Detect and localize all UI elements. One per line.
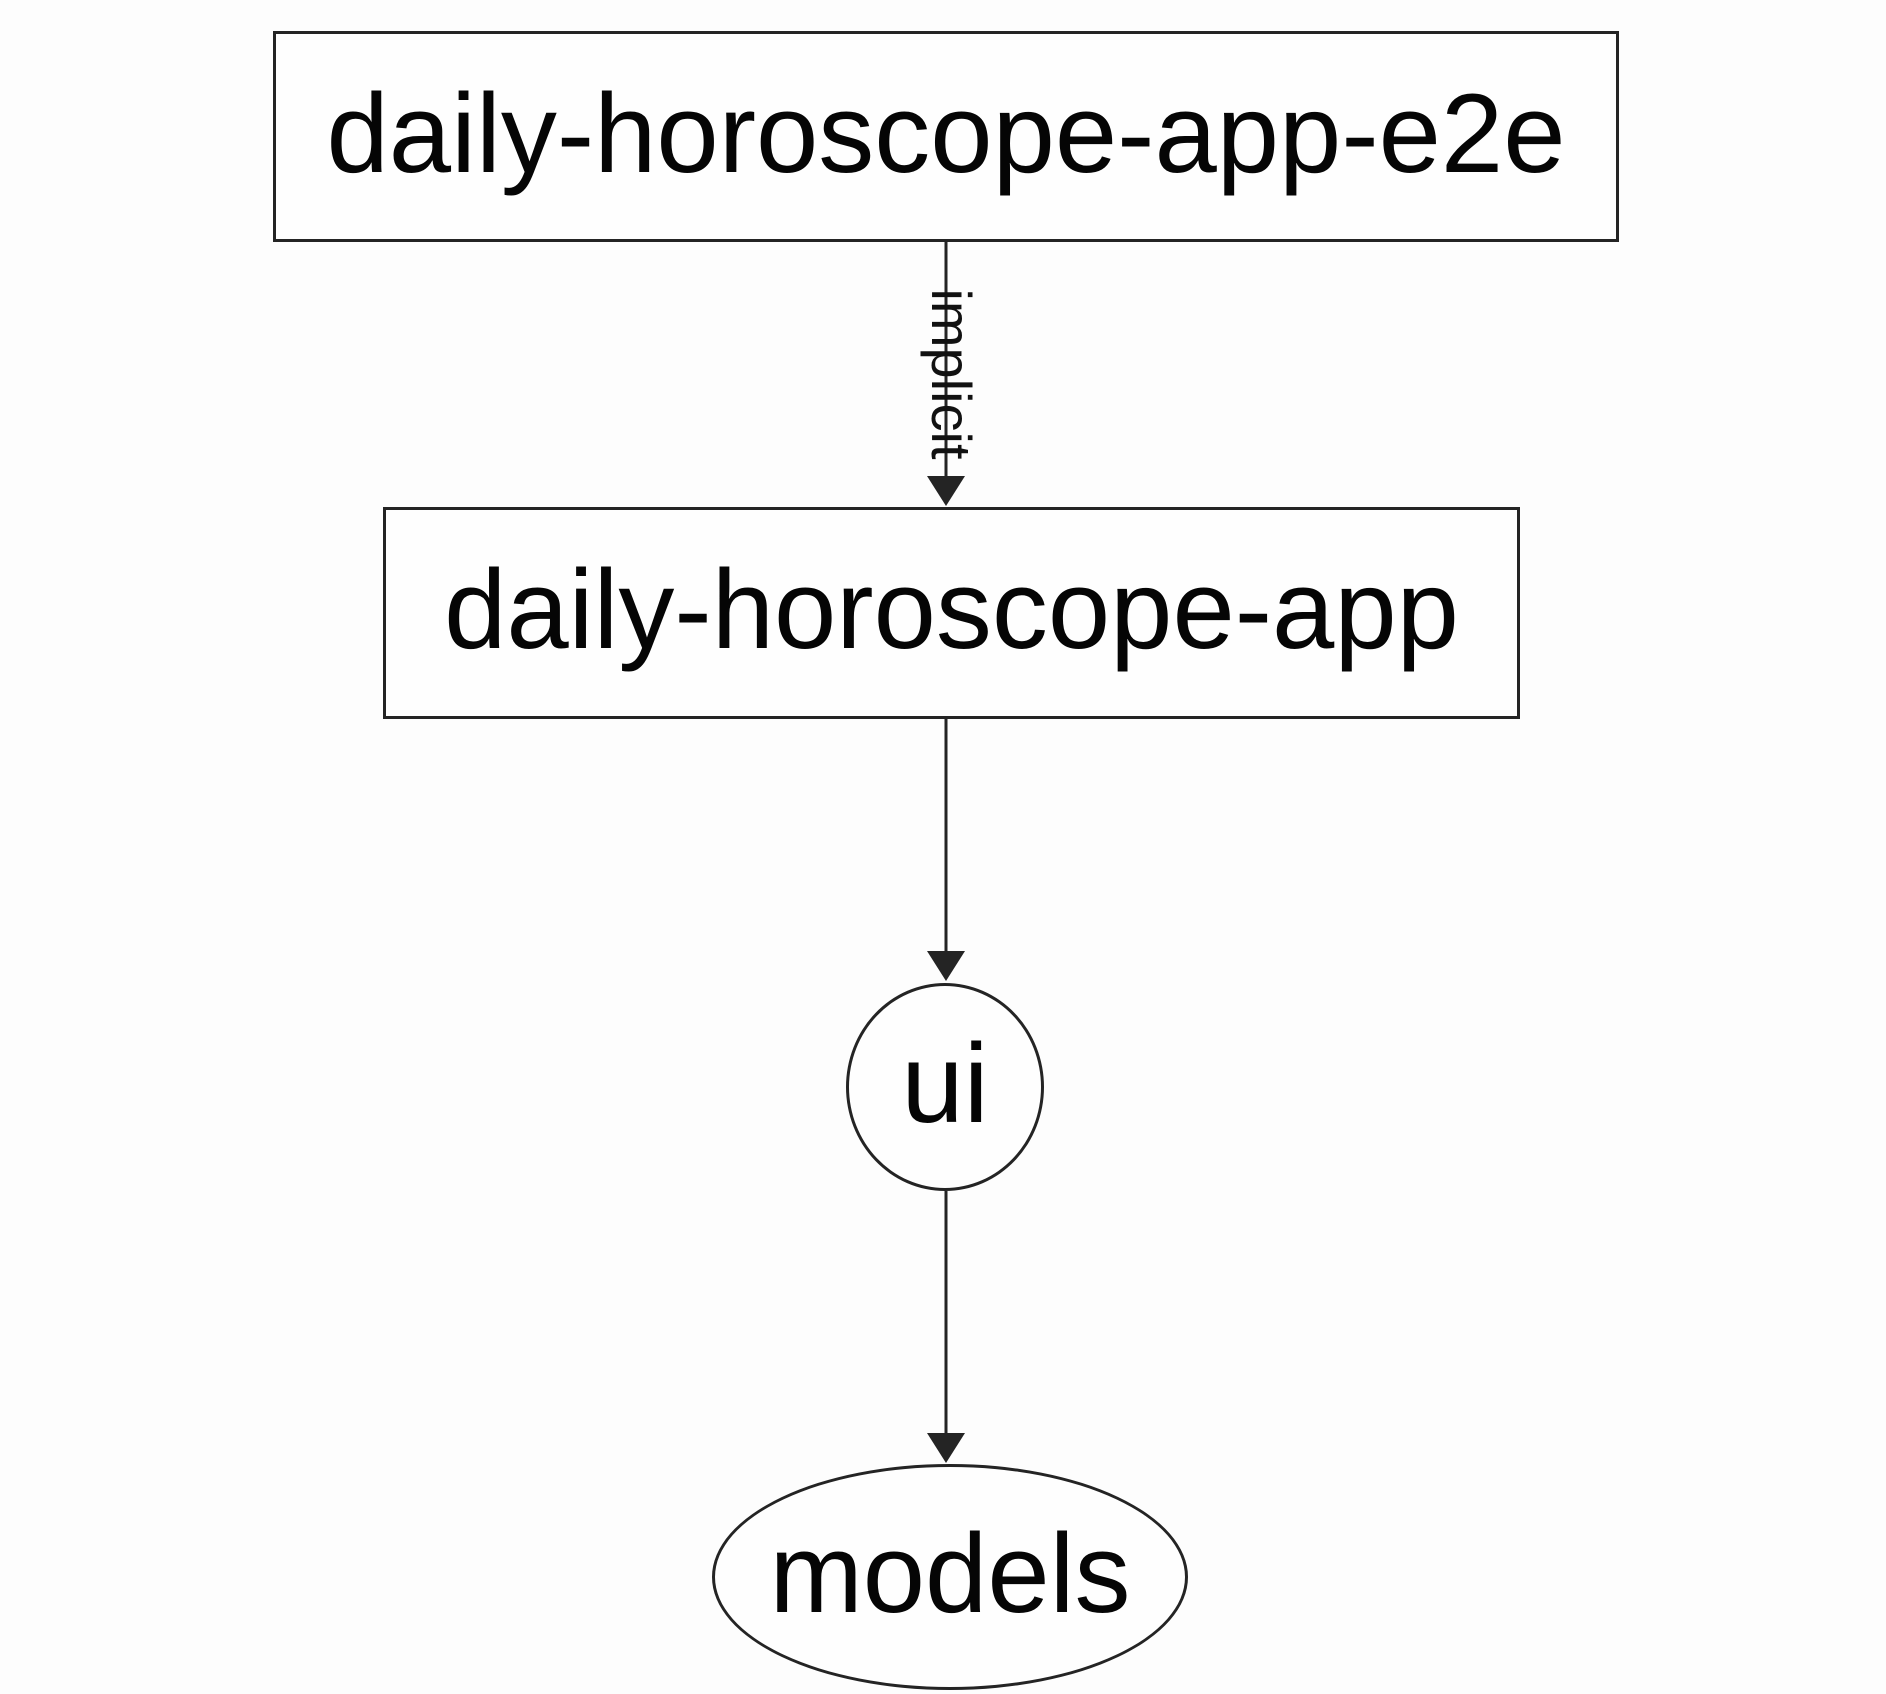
node-label: daily-horoscope-app-e2e xyxy=(326,70,1566,196)
node-daily-horoscope-app-e2e[interactable]: daily-horoscope-app-e2e xyxy=(273,31,1619,242)
node-label: daily-horoscope-app xyxy=(444,547,1459,672)
node-ui[interactable]: ui xyxy=(846,983,1044,1191)
node-models[interactable]: models xyxy=(712,1464,1188,1690)
edge-label-implicit: implicit xyxy=(920,288,983,460)
node-label: models xyxy=(769,1511,1131,1636)
edge-implicit-arrowhead xyxy=(927,476,965,506)
edge-ui-models-arrowhead xyxy=(927,1433,965,1463)
edge-app-ui-arrowhead xyxy=(927,951,965,981)
node-label: ui xyxy=(901,1021,989,1146)
node-daily-horoscope-app[interactable]: daily-horoscope-app xyxy=(383,507,1520,719)
